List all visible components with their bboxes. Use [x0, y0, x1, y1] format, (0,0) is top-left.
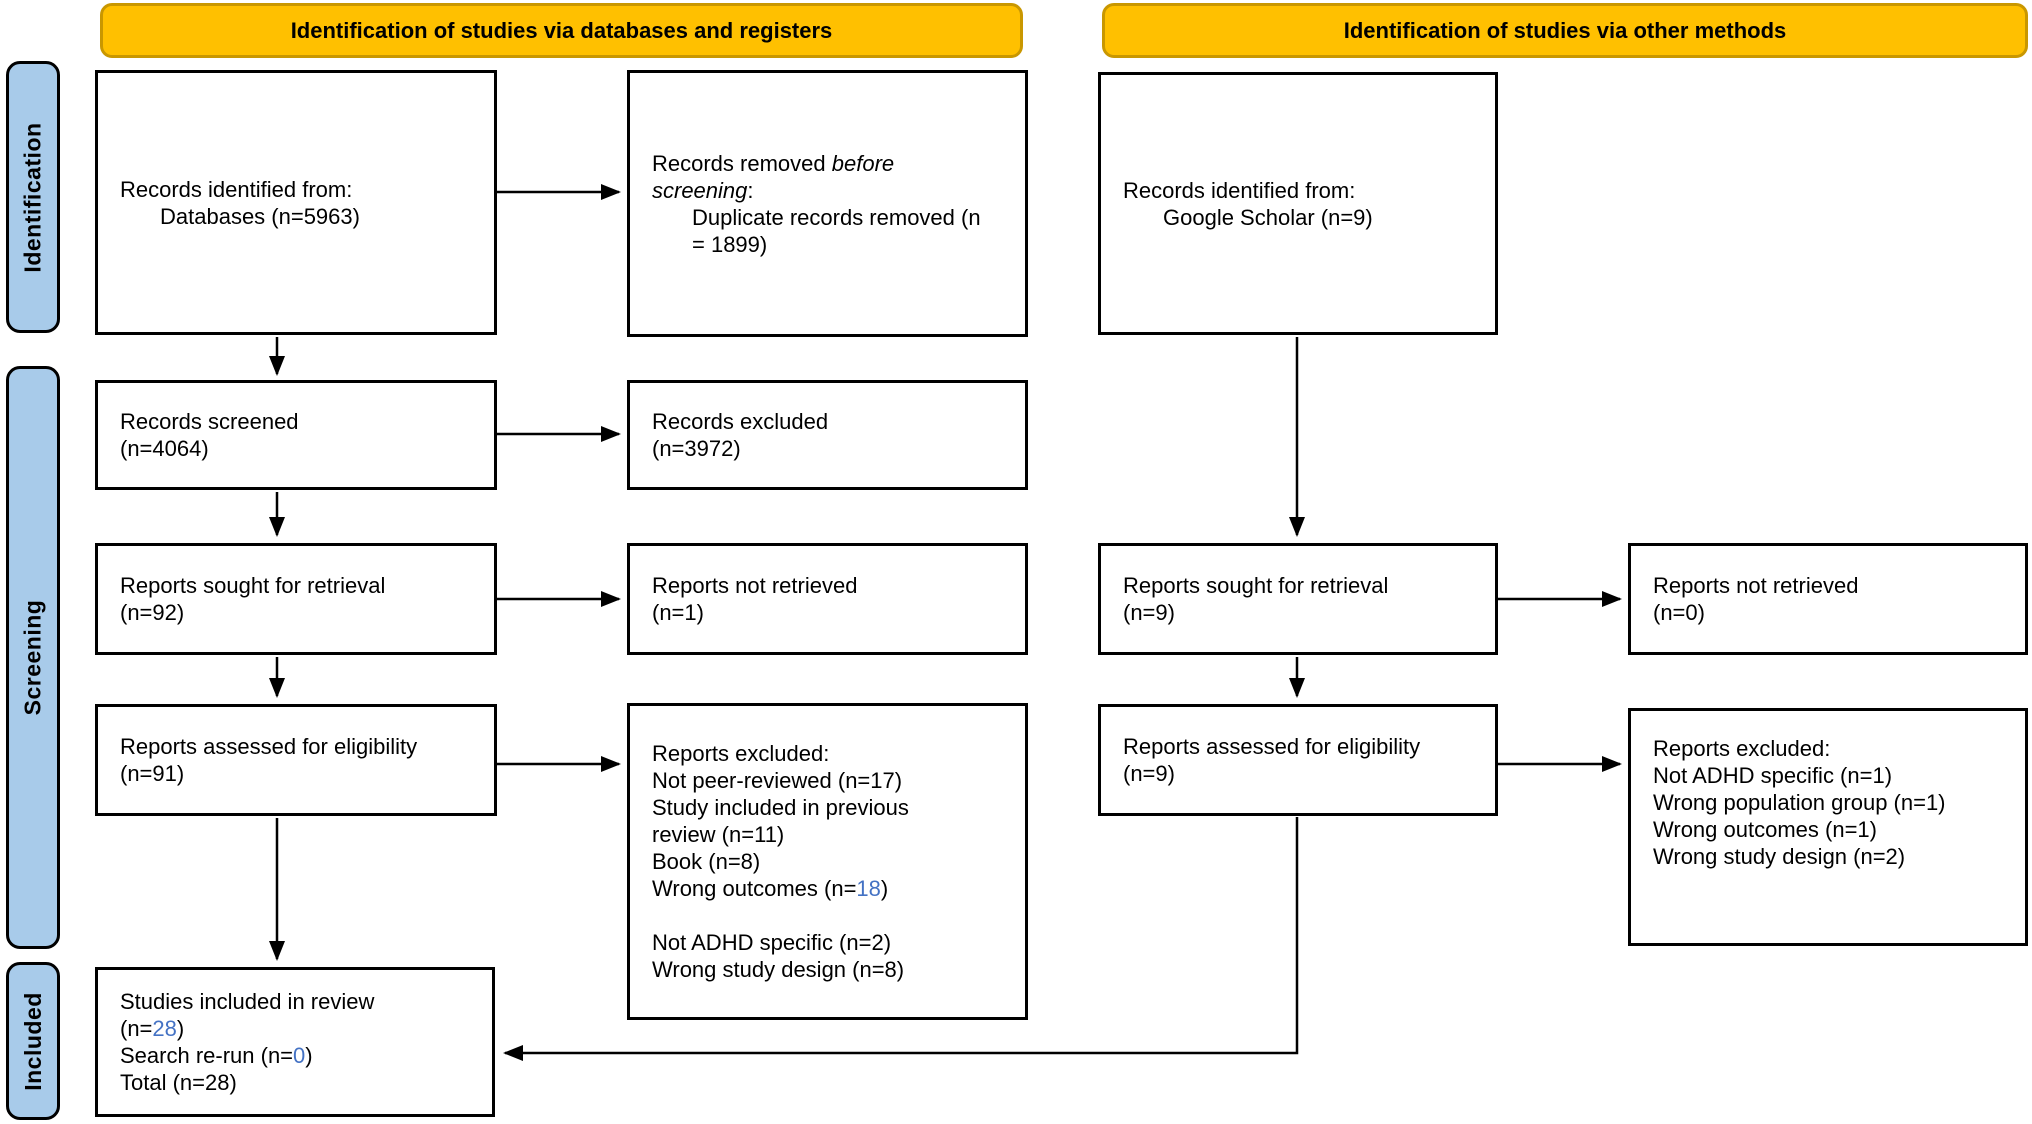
box-text-line: Book (n=8) [652, 849, 761, 874]
box-text-line: review (n=11) [652, 822, 785, 847]
sidebar-stage-included-label: Included [19, 991, 46, 1091]
box-text-line: Duplicate records removed (n [692, 204, 981, 230]
box-text-line: Studies included in review [120, 989, 375, 1014]
box-reports-not-retrieved-other: Reports not retrieved(n=0) [1628, 543, 2028, 655]
box-text-line: = 1899) [692, 231, 768, 257]
banner-databases-registers-label: Identification of studies via databases … [290, 17, 833, 43]
box-text-line: screening: [652, 177, 754, 203]
box-records-screened: Records screened(n=4064) [95, 380, 497, 490]
banner-other-methods: Identification of studies via other meth… [1102, 3, 2028, 58]
box-text-line: Reports assessed for eligibility [1123, 734, 1421, 759]
box-text-line: (n=4064) [120, 436, 209, 461]
box-records-identified-databases: Records identified from:Databases (n=596… [95, 70, 497, 335]
box-text-line: Study included in previous [652, 795, 909, 820]
box-text-line: (n=1) [652, 600, 704, 625]
sidebar-stage-screening-label: Screening [19, 599, 46, 716]
box-text-line: (n=9) [1123, 761, 1175, 786]
box-text-line: (n=28) [120, 1016, 185, 1041]
box-text-line: Records screened [120, 409, 299, 434]
box-reports-not-retrieved-databases: Reports not retrieved(n=1) [627, 543, 1028, 655]
sidebar-stage-screening: Screening [6, 366, 60, 949]
box-text-line: (n=91) [120, 761, 185, 786]
box-text-line: Records excluded [652, 409, 829, 434]
box-text-line: Wrong outcomes (n=1) [1653, 817, 1877, 842]
box-studies-included-review: Studies included in review(n=28)Search r… [95, 967, 495, 1117]
box-text-line: Wrong study design (n=8) [652, 957, 905, 982]
banner-other-methods-label: Identification of studies via other meth… [1343, 17, 1787, 43]
box-text-line: Records removed before [652, 150, 895, 176]
box-reports-excluded-other: Reports excluded:Not ADHD specific (n=1)… [1628, 708, 2028, 946]
box-text-line: Reports not retrieved [652, 573, 858, 598]
box-text-line: Wrong outcomes (n=18) [652, 876, 889, 901]
box-text-line: Reports sought for retrieval [120, 573, 386, 598]
box-text-line: Reports assessed for eligibility [120, 734, 418, 759]
box-text-line: Reports excluded: [652, 741, 830, 766]
box-text-line: Databases (n=5963) [160, 203, 360, 229]
box-text-line: Reports sought for retrieval [1123, 573, 1389, 598]
box-reports-excluded-databases: Reports excluded:Not peer-reviewed (n=17… [627, 703, 1028, 1020]
box-reports-sought-retrieval-databases: Reports sought for retrieval(n=92) [95, 543, 497, 655]
box-text-line [652, 902, 1011, 929]
sidebar-stage-identification: Identification [6, 61, 60, 333]
box-text-line: Records identified from: [1123, 177, 1356, 203]
box-reports-assessed-other: Reports assessed for eligibility(n=9) [1098, 704, 1498, 816]
box-text-line: Wrong study design (n=2) [1653, 844, 1906, 869]
box-text-line: (n=9) [1123, 600, 1175, 625]
box-text-line: Reports not retrieved [1653, 573, 1859, 598]
sidebar-stage-included: Included [6, 962, 60, 1120]
box-text-line: Reports excluded: [1653, 736, 1831, 761]
box-text-line: (n=3972) [652, 436, 741, 461]
sidebar-stage-identification-label: Identification [19, 121, 46, 273]
box-text-line: (n=0) [1653, 600, 1705, 625]
box-records-excluded: Records excluded(n=3972) [627, 380, 1028, 490]
banner-databases-registers: Identification of studies via databases … [100, 3, 1023, 58]
box-text-line: Records identified from: [120, 176, 353, 202]
box-reports-assessed-databases: Reports assessed for eligibility(n=91) [95, 704, 497, 816]
box-text-line: Not ADHD specific (n=2) [652, 930, 892, 955]
box-reports-sought-retrieval-other: Reports sought for retrieval(n=9) [1098, 543, 1498, 655]
box-text-line: Not peer-reviewed (n=17) [652, 768, 903, 793]
box-records-identified-other: Records identified from:Google Scholar (… [1098, 72, 1498, 335]
box-text-line: (n=92) [120, 600, 185, 625]
box-text-line: Google Scholar (n=9) [1163, 204, 1373, 230]
box-text-line: Total (n=28) [120, 1070, 237, 1095]
box-text-line: Not ADHD specific (n=1) [1653, 763, 1893, 788]
box-text-line: Search re-run (n=0) [120, 1043, 313, 1068]
box-text-line: Wrong population group (n=1) [1653, 790, 1946, 815]
